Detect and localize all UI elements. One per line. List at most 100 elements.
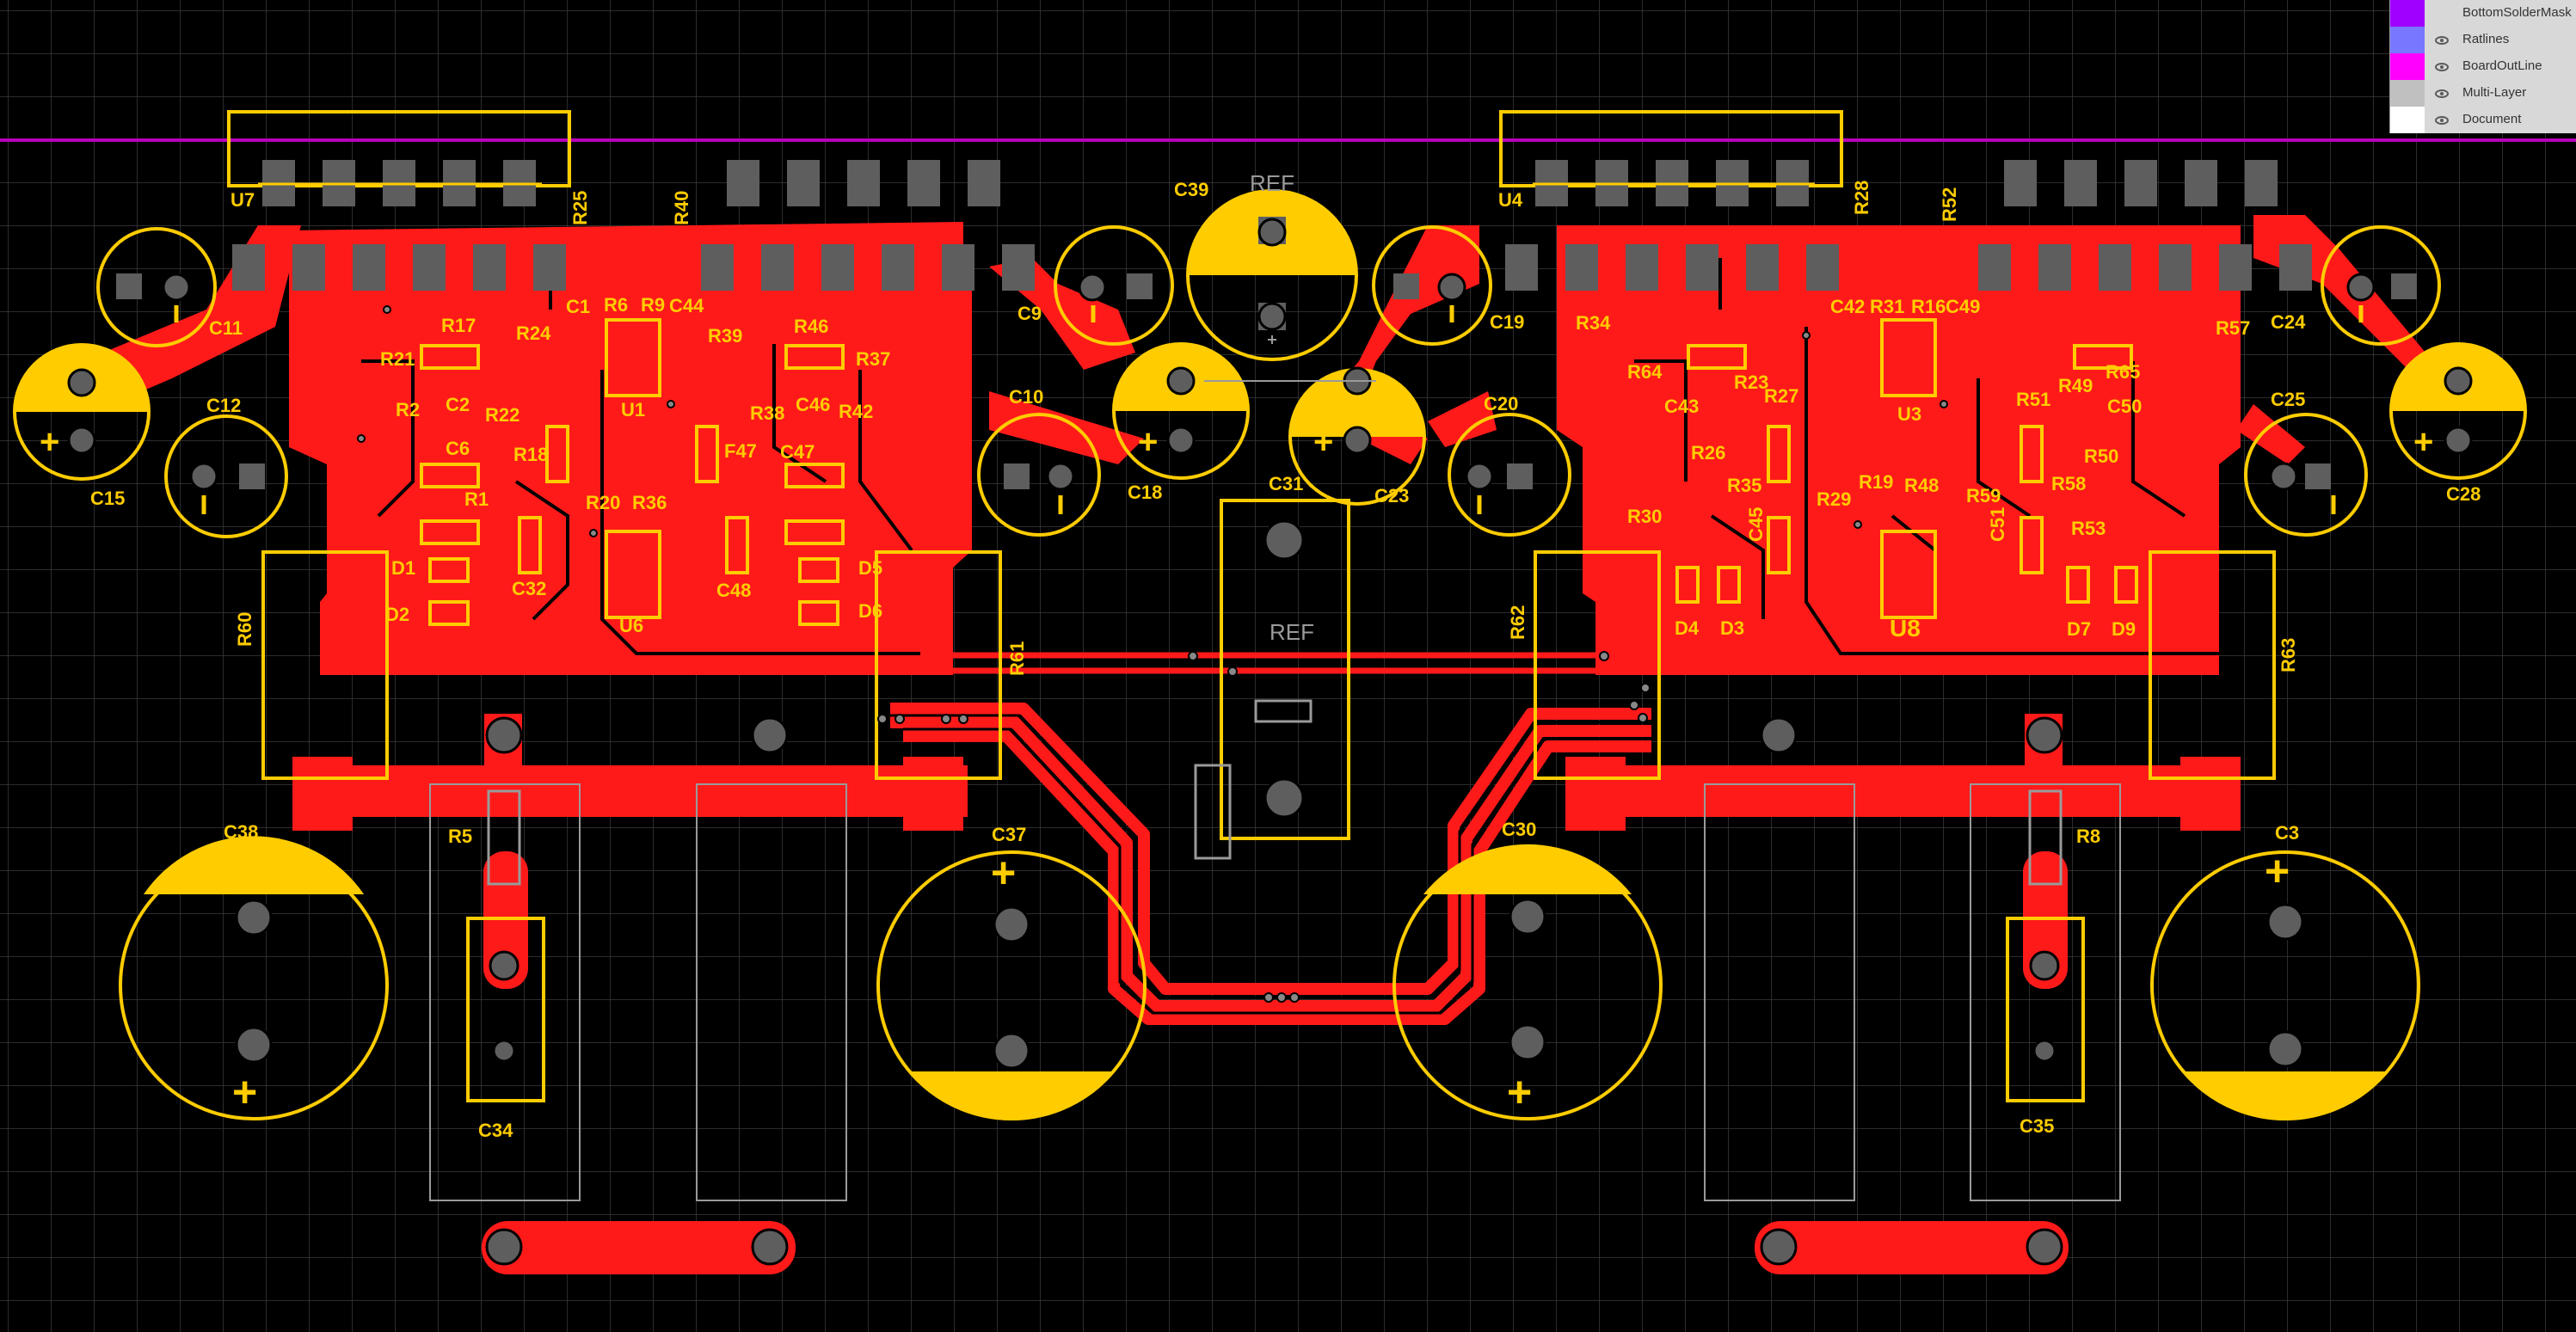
copper-pour-right (1557, 225, 2241, 675)
polarity-plus: + (1313, 423, 1333, 461)
layer-row-multilayer[interactable]: Multi-Layer (2390, 80, 2576, 107)
label-D9: D9 (2112, 618, 2136, 640)
silk-fills (15, 191, 2525, 1120)
label-R5: R5 (448, 826, 472, 847)
label-C11: C11 (209, 317, 243, 339)
label-C50: C50 (2107, 396, 2142, 417)
eye-icon[interactable] (2435, 36, 2449, 45)
label-R47: F47 (724, 440, 757, 462)
eye-icon[interactable] (2435, 116, 2449, 125)
label-R60: R60 (234, 612, 255, 647)
label-R59: R59 (1966, 485, 2001, 506)
label-R57: R57 (2216, 317, 2250, 339)
copper-rail-left (292, 765, 968, 817)
label-C49: C49 (1946, 296, 1980, 317)
copper-rail-right (1565, 765, 2241, 817)
label-REF-C31: REF (1270, 619, 1314, 645)
silk-R61 (875, 550, 1002, 780)
label-R23: R23 (1734, 371, 1768, 393)
layer-label: BottomSolderMask (2462, 5, 2572, 20)
label-R35: R35 (1727, 475, 1761, 496)
label-R21: R21 (380, 348, 415, 370)
label-D5: D5 (858, 557, 882, 579)
polarity-plus: + (1507, 1068, 1532, 1116)
polarity-plus: + (1138, 423, 1158, 461)
label-R9: R9 (641, 294, 665, 316)
label-D6: D6 (858, 600, 882, 622)
label-C1: C1 (566, 296, 590, 317)
label-C47: C47 (780, 441, 815, 463)
polarity-plus: + (2265, 847, 2290, 895)
label-C32: C32 (512, 578, 546, 599)
layer-row-ratlines[interactable]: Ratlines (2390, 27, 2576, 53)
label-U1: U1 (621, 399, 645, 420)
layer-color-swatch[interactable] (2390, 0, 2425, 27)
bridge-traces (890, 703, 1651, 1025)
label-C24: C24 (2271, 311, 2306, 333)
eye-icon[interactable] (2435, 63, 2449, 71)
label-R31: R31 (1870, 296, 1904, 317)
layer-color-swatch[interactable] (2390, 107, 2425, 133)
label-C37: C37 (992, 824, 1026, 845)
vias (357, 305, 1948, 1003)
polarity-plus: + (232, 1068, 257, 1116)
label-C31: C31 (1269, 473, 1303, 494)
label-C23: C23 (1374, 485, 1409, 506)
label-R51: R51 (2016, 389, 2050, 410)
layer-row-boardoutline[interactable]: BoardOutLine (2390, 53, 2576, 80)
label-R18: R18 (513, 444, 548, 465)
label-U3: U3 (1897, 403, 1921, 425)
label-U4: U4 (1498, 189, 1523, 211)
label-R63: R63 (2278, 638, 2299, 672)
label-R29: R29 (1817, 488, 1851, 510)
label-C10: C10 (1009, 386, 1043, 408)
label-R40: R40 (671, 191, 692, 225)
label-R52: R52 (1939, 187, 1960, 222)
label-R26: R26 (1691, 442, 1725, 463)
copper-bar-bottom-right (1755, 1221, 2069, 1274)
label-C39: C39 (1174, 179, 1208, 200)
layer-color-swatch[interactable] (2390, 27, 2425, 53)
silk-R63 (2149, 550, 2276, 780)
label-REF-C39: REF (1250, 170, 1294, 196)
copper-bar-bottom-left (482, 1221, 796, 1274)
label-R53: R53 (2071, 518, 2106, 539)
label-R6: R6 (604, 294, 628, 316)
label-C2: C2 (446, 394, 470, 415)
label-R64: R64 (1627, 361, 1663, 383)
label-R2: R2 (396, 399, 420, 420)
polarity-plus: + (40, 423, 59, 461)
label-C34: C34 (478, 1120, 513, 1141)
label-C12: C12 (206, 395, 241, 416)
label-R8: R8 (2076, 826, 2100, 847)
label-C51: C51 (1987, 507, 2008, 542)
label-R20: R20 (586, 492, 620, 513)
label-C18: C18 (1128, 482, 1162, 503)
label-R27: R27 (1764, 385, 1798, 407)
layer-label: BoardOutLine (2462, 58, 2542, 73)
label-C15: C15 (90, 488, 125, 509)
layer-label: Document (2462, 112, 2522, 126)
layer-row-bottomsoldermask[interactable]: BottomSolderMask (2390, 0, 2576, 27)
label-C35: C35 (2020, 1115, 2054, 1137)
label-C44: C44 (669, 295, 704, 316)
label-C9: C9 (1017, 303, 1042, 324)
layer-label: Ratlines (2462, 32, 2510, 46)
layer-row-document[interactable]: Document (2390, 107, 2576, 133)
silk-R60 (261, 550, 389, 780)
label-R62: R62 (1507, 605, 1528, 640)
label-R61: R61 (1006, 641, 1028, 676)
eye-icon[interactable] (2435, 89, 2449, 98)
label-U7: U7 (231, 189, 255, 211)
label-R1: R1 (464, 488, 489, 510)
layer-color-swatch[interactable] (2390, 53, 2425, 80)
label-C25: C25 (2271, 389, 2305, 410)
layer-color-swatch[interactable] (2390, 80, 2425, 107)
label-R25: R25 (569, 191, 591, 225)
label-D4: D4 (1675, 617, 1700, 639)
label-C43: C43 (1664, 396, 1699, 417)
silk-C31 (1220, 499, 1350, 840)
label-C19: C19 (1490, 311, 1524, 333)
label-C45: C45 (1745, 507, 1767, 542)
